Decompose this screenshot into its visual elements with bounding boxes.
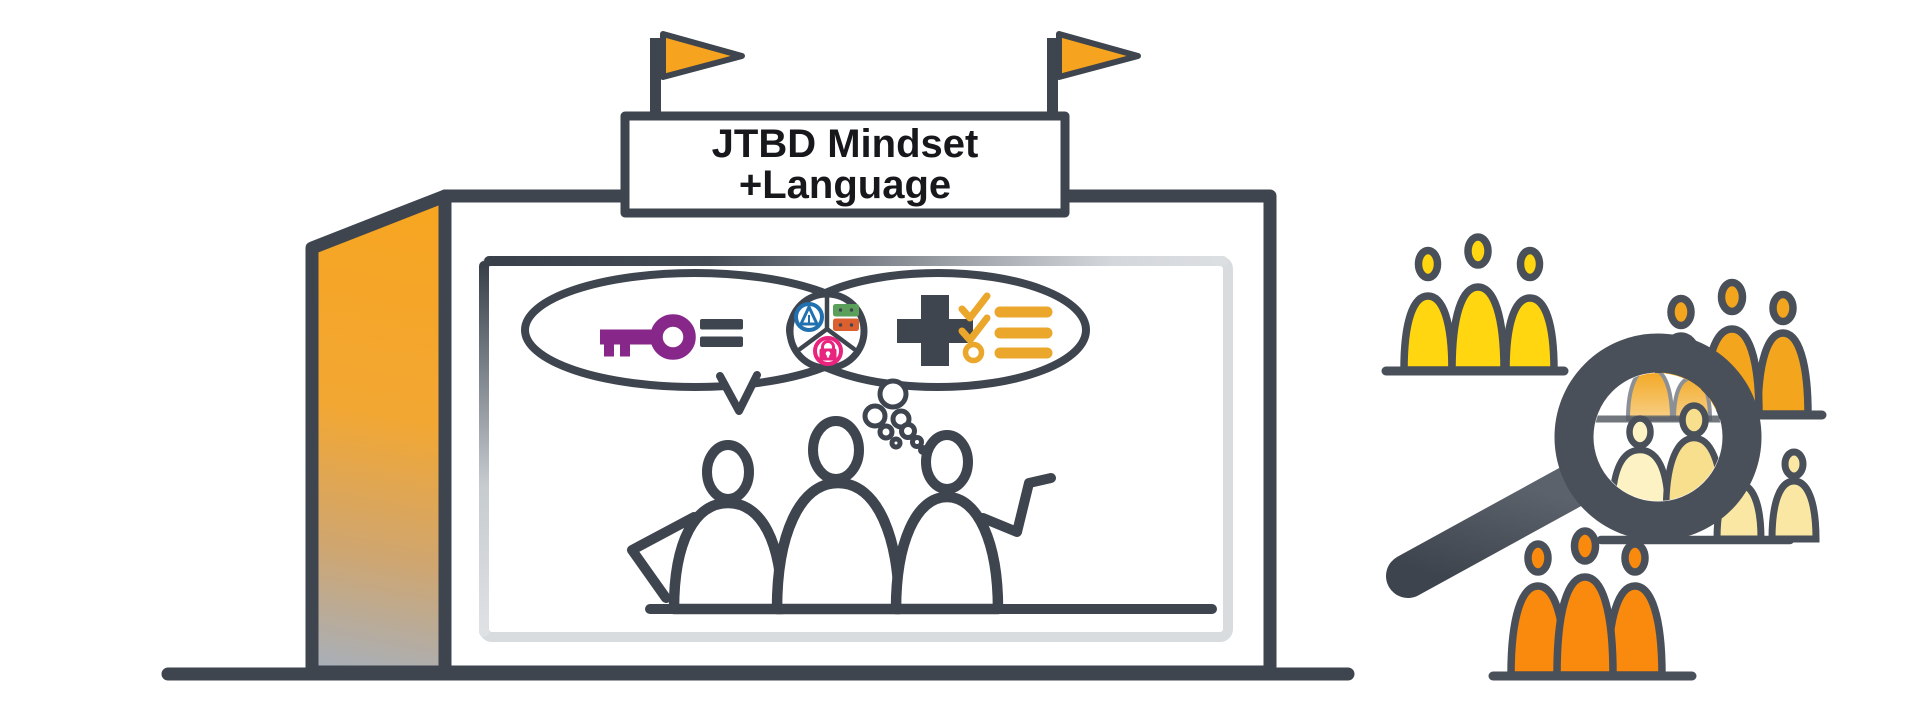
- crowd-orange-group: [1488, 527, 1697, 681]
- sign-title-line2: +Language: [739, 163, 951, 207]
- plus-icon: [897, 295, 973, 366]
- stall-window-frame: [479, 256, 1233, 642]
- crowd-yellow-group: [1381, 233, 1569, 376]
- flagpole-right: [1047, 38, 1058, 120]
- magnifier: [1386, 333, 1762, 598]
- sign-assembly: JTBD Mindset +Language: [620, 31, 1141, 218]
- flag-right-icon: [1056, 31, 1141, 80]
- person-3: [890, 430, 1056, 615]
- drawers-icon: [833, 304, 859, 331]
- thought-bubbles-trail-icon: [862, 378, 928, 455]
- sign-board: [620, 111, 1070, 218]
- sign-title-line1: JTBD Mindset: [712, 122, 979, 166]
- jobs-circle-dividers: [797, 293, 857, 352]
- tent-icon: [794, 302, 824, 332]
- speech-bubble-tail: [716, 371, 761, 415]
- flag-left-icon: [660, 31, 745, 80]
- magnifier-handle: [1386, 464, 1594, 598]
- stall-side-panel: [305, 189, 452, 679]
- jobs-circle: [786, 290, 868, 372]
- person-2: [771, 416, 905, 615]
- lock-icon: [813, 336, 843, 366]
- magnifier-ring: [1554, 333, 1762, 541]
- team-figures: [627, 416, 1056, 615]
- checklist-icon: [958, 292, 1053, 364]
- bubbles: [521, 269, 1090, 455]
- key-icon: [600, 314, 696, 360]
- equals-icon: [700, 319, 743, 347]
- flagpole-left: [650, 38, 661, 120]
